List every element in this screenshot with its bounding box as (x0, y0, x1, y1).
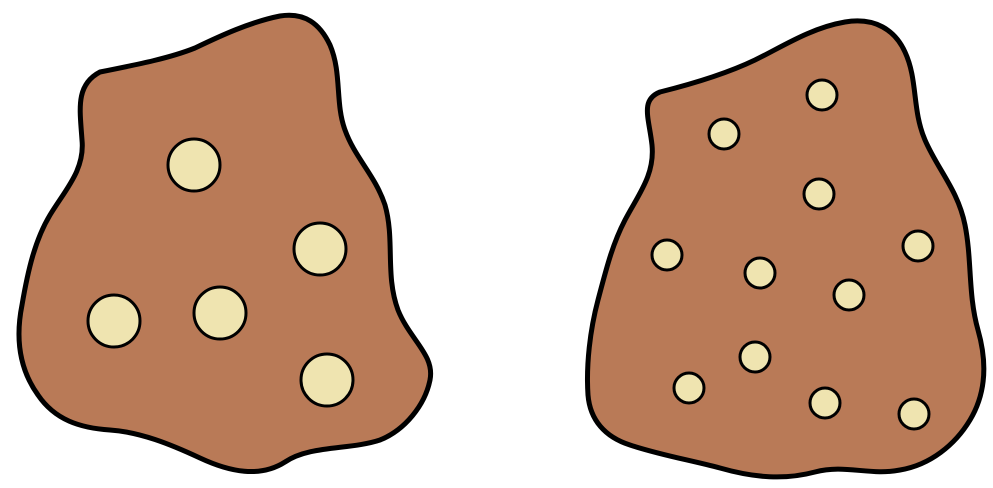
right-particle-6 (745, 258, 775, 288)
left-particle-4 (88, 295, 140, 347)
right-particle-8 (740, 342, 770, 372)
right-particle-3 (804, 179, 834, 209)
right-particle-7 (834, 280, 864, 310)
right-particle-4 (903, 231, 933, 261)
right-particle-2 (709, 119, 739, 149)
right-particle-10 (810, 388, 840, 418)
left-particle-1 (168, 139, 220, 191)
right-particle-1 (807, 80, 837, 110)
left-particle-5 (301, 354, 353, 406)
right-particle-11 (899, 399, 929, 429)
left-particle-3 (194, 287, 246, 339)
right-particle-5 (652, 240, 682, 270)
left-blob (19, 15, 431, 471)
left-panel (19, 15, 431, 471)
right-particle-9 (674, 373, 704, 403)
left-particle-2 (294, 223, 346, 275)
right-panel (587, 21, 983, 477)
